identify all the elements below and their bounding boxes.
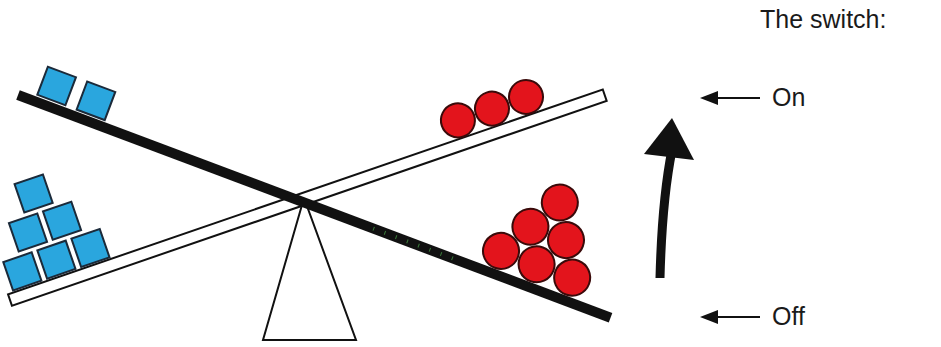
switch-arrow: [644, 118, 694, 278]
blue-cube-pair: [37, 67, 115, 120]
black-beam: [16, 0, 648, 322]
beam-marks: [373, 227, 453, 260]
state-label: On: [772, 84, 805, 112]
white-beam: [0, 0, 607, 306]
blue-cube-stack: [0, 163, 110, 291]
red-ball-stack: [478, 166, 619, 301]
pointer-arrow: [700, 310, 760, 324]
pointer-arrow: [700, 91, 760, 105]
state-label: Off: [772, 303, 805, 331]
red-ball-row: [436, 75, 547, 142]
heading-label: The switch:: [760, 6, 886, 34]
